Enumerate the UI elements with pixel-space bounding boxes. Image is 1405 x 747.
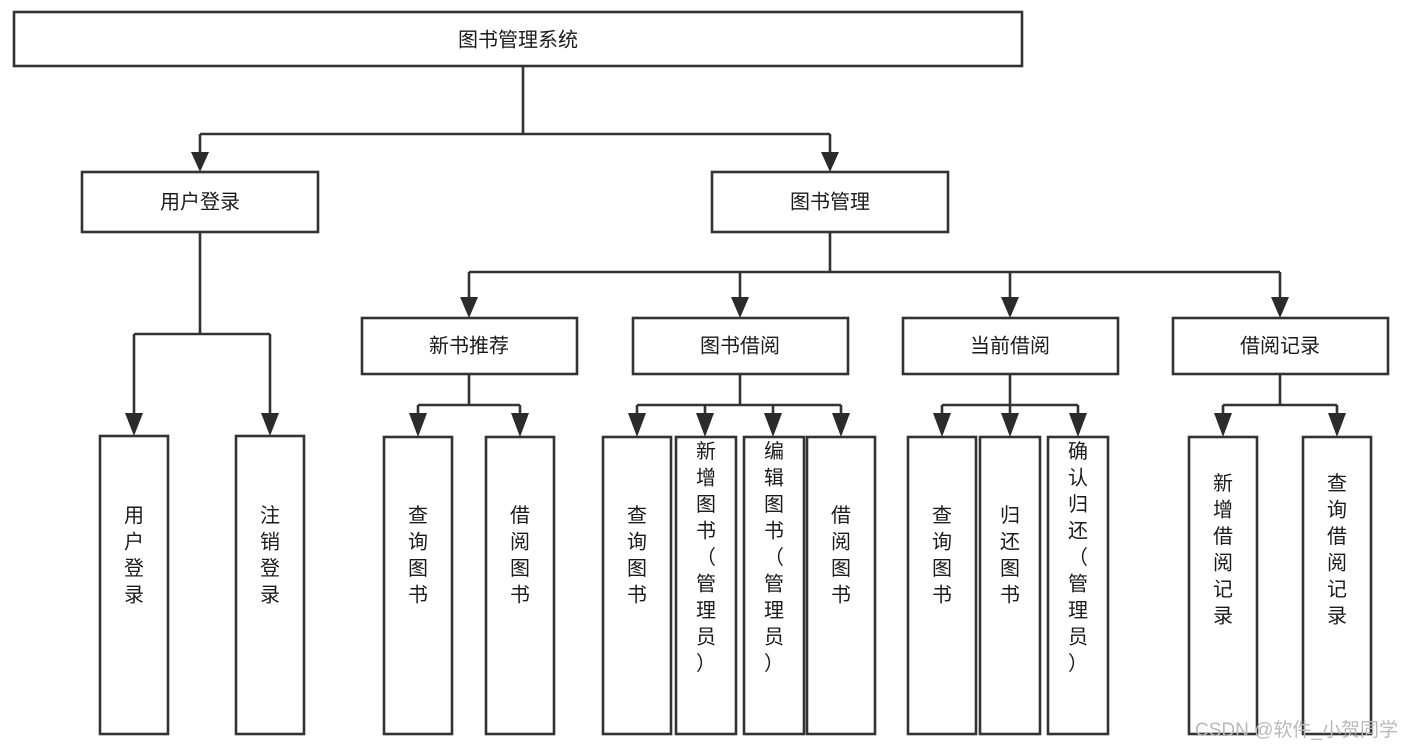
arrowhead-leaf-query-book-1 bbox=[409, 413, 427, 437]
connector-group-new-book-rec bbox=[409, 374, 529, 437]
node-leaf-confirm-return-box[interactable] bbox=[1046, 435, 1110, 736]
node-leaf-query-book-3-label: 查询图书 bbox=[932, 504, 952, 607]
arrowhead-leaf-query-record bbox=[1328, 413, 1346, 437]
node-book-manage[interactable]: 图书管理 bbox=[710, 170, 950, 234]
arrowhead-book-manage bbox=[821, 152, 839, 172]
node-leaf-logout-box[interactable] bbox=[234, 434, 306, 736]
node-leaf-edit-book-box[interactable] bbox=[742, 435, 806, 736]
node-leaf-return-book-label: 归还图书 bbox=[1000, 504, 1020, 607]
arrowhead-leaf-return-book bbox=[1001, 413, 1019, 437]
arrowhead-leaf-add-book bbox=[696, 413, 714, 437]
node-book-borrow-label: 图书借阅 bbox=[700, 334, 780, 357]
node-current-borrow-box[interactable] bbox=[901, 316, 1120, 376]
node-leaf-return-book[interactable]: 归还图书 bbox=[978, 435, 1042, 736]
arrowhead-user-login bbox=[191, 152, 209, 172]
node-new-book-rec[interactable]: 新书推荐 bbox=[360, 316, 579, 376]
node-leaf-user-login-box[interactable] bbox=[98, 434, 170, 736]
node-book-borrow-box[interactable] bbox=[631, 316, 850, 376]
arrowhead-new-book-rec bbox=[460, 297, 478, 318]
arrowhead-current-borrow bbox=[1001, 297, 1019, 318]
watermark: CSDN @软件_小贺同学 bbox=[1195, 719, 1398, 741]
node-leaf-edit-book[interactable]: 编辑图书（管理员） bbox=[742, 435, 806, 736]
node-book-manage-label: 图书管理 bbox=[790, 190, 870, 213]
connector-group-borrow-record bbox=[1214, 374, 1346, 437]
node-leaf-query-record-label: 查询借阅记录 bbox=[1327, 472, 1347, 628]
node-leaf-query-book-1[interactable]: 查询图书 bbox=[382, 435, 454, 736]
node-leaf-add-book[interactable]: 新增图书（管理员） bbox=[674, 435, 738, 736]
node-leaf-add-book-box[interactable] bbox=[674, 435, 738, 736]
node-leaf-logout[interactable]: 注销登录 bbox=[234, 434, 306, 736]
node-leaf-user-login-label: 用户登录 bbox=[124, 505, 144, 607]
node-borrow-record[interactable]: 借阅记录 bbox=[1171, 316, 1390, 376]
arrowhead-leaf-add-record bbox=[1214, 413, 1232, 437]
arrowhead-borrow-record bbox=[1271, 297, 1289, 318]
node-leaf-query-record-box[interactable] bbox=[1301, 435, 1373, 736]
node-leaf-user-login[interactable]: 用户登录 bbox=[98, 434, 170, 736]
arrowhead-leaf-borrow-book-1 bbox=[511, 413, 529, 437]
connector-group-user-login bbox=[125, 232, 279, 436]
node-user-login-box[interactable] bbox=[80, 170, 320, 234]
arrowhead-leaf-query-book-2 bbox=[628, 413, 646, 437]
node-leaf-borrow-book-2-label: 借阅图书 bbox=[831, 504, 851, 607]
node-user-login[interactable]: 用户登录 bbox=[80, 170, 320, 234]
connector-group-book-borrow bbox=[628, 374, 850, 437]
node-leaf-query-book-2[interactable]: 查询图书 bbox=[601, 435, 673, 736]
node-new-book-rec-box[interactable] bbox=[360, 316, 579, 376]
arrowhead-leaf-logout bbox=[261, 413, 279, 436]
node-current-borrow-label: 当前借阅 bbox=[970, 334, 1050, 357]
node-leaf-confirm-return-label: 确认归还（管理员） bbox=[1068, 440, 1088, 675]
connector-group-root bbox=[191, 66, 839, 172]
node-book-manage-box[interactable] bbox=[710, 170, 950, 234]
node-leaf-query-book-3[interactable]: 查询图书 bbox=[906, 435, 978, 736]
node-leaf-logout-label: 注销登录 bbox=[260, 504, 280, 607]
node-leaf-borrow-book-1-box[interactable] bbox=[484, 435, 556, 736]
node-leaf-add-record[interactable]: 新增借阅记录 bbox=[1187, 435, 1259, 736]
node-leaf-borrow-book-2-box[interactable] bbox=[805, 435, 877, 736]
node-leaf-borrow-book-1-label: 借阅图书 bbox=[510, 504, 530, 607]
node-root-box[interactable] bbox=[12, 10, 1024, 68]
node-book-borrow[interactable]: 图书借阅 bbox=[631, 316, 850, 376]
node-leaf-query-book-2-box[interactable] bbox=[601, 435, 673, 736]
node-leaf-query-book-2-label: 查询图书 bbox=[627, 504, 647, 607]
node-user-login-label: 用户登录 bbox=[160, 190, 240, 213]
arrowhead-leaf-confirm-return bbox=[1069, 413, 1087, 437]
node-new-book-rec-label: 新书推荐 bbox=[429, 334, 509, 357]
node-borrow-record-box[interactable] bbox=[1171, 316, 1390, 376]
arrowhead-leaf-query-book-3 bbox=[933, 413, 951, 437]
node-leaf-query-record[interactable]: 查询借阅记录 bbox=[1301, 435, 1373, 736]
node-leaf-query-book-1-box[interactable] bbox=[382, 435, 454, 736]
arrowhead-leaf-borrow-book-2 bbox=[832, 413, 850, 437]
arrowhead-leaf-edit-book bbox=[764, 413, 782, 437]
node-current-borrow[interactable]: 当前借阅 bbox=[901, 316, 1120, 376]
node-leaf-borrow-book-1[interactable]: 借阅图书 bbox=[484, 435, 556, 736]
node-leaf-confirm-return[interactable]: 确认归还（管理员） bbox=[1046, 435, 1110, 736]
node-root[interactable]: 图书管理系统 bbox=[12, 10, 1024, 68]
node-root-label: 图书管理系统 bbox=[458, 28, 578, 51]
connector-group-current-borrow bbox=[933, 374, 1087, 437]
arrowhead-leaf-user-login bbox=[125, 413, 143, 436]
node-leaf-add-book-label: 新增图书（管理员） bbox=[696, 440, 716, 675]
node-leaf-query-book-1-label: 查询图书 bbox=[408, 504, 428, 607]
node-borrow-record-label: 借阅记录 bbox=[1240, 334, 1320, 357]
node-leaf-edit-book-label: 编辑图书（管理员） bbox=[764, 440, 784, 675]
arrowhead-book-borrow bbox=[731, 297, 749, 318]
node-leaf-return-book-box[interactable] bbox=[978, 435, 1042, 736]
node-leaf-query-book-3-box[interactable] bbox=[906, 435, 978, 736]
connector-group-book-manage bbox=[460, 232, 1289, 318]
node-leaf-add-record-box[interactable] bbox=[1187, 435, 1259, 736]
node-leaf-add-record-label: 新增借阅记录 bbox=[1213, 472, 1233, 628]
node-leaf-borrow-book-2[interactable]: 借阅图书 bbox=[805, 435, 877, 736]
